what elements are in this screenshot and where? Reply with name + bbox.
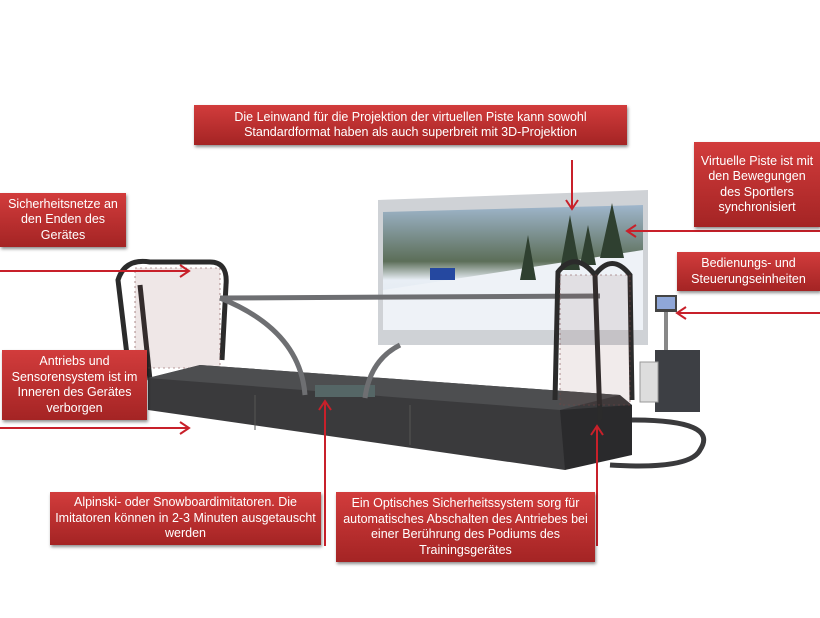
handrails <box>219 293 601 399</box>
platform <box>148 365 632 470</box>
pointer-arrows <box>0 160 820 546</box>
projection-screen <box>378 190 648 345</box>
callout-virtual-piste: Virtuelle Piste ist mit den Bewegungen d… <box>694 142 820 227</box>
callout-optical-safety: Ein Optisches Sicherheitssystem sorg für… <box>336 492 595 562</box>
callout-screen: Die Leinwand für die Projektion der virt… <box>194 105 627 145</box>
callout-imitators: Alpinski- oder Snowboardimitatoren. Die … <box>50 492 321 545</box>
callout-controls: Bedienungs- und Steuerungseinheiten <box>677 252 820 291</box>
callout-safety-nets: Sicherheitsnetze an den Enden des Geräte… <box>0 193 126 247</box>
callout-drive-system: Antriebs und Sensorensystem ist im Inner… <box>2 350 147 420</box>
control-unit <box>609 295 707 469</box>
safety-net-right <box>552 259 635 421</box>
safety-net-left <box>115 258 229 381</box>
